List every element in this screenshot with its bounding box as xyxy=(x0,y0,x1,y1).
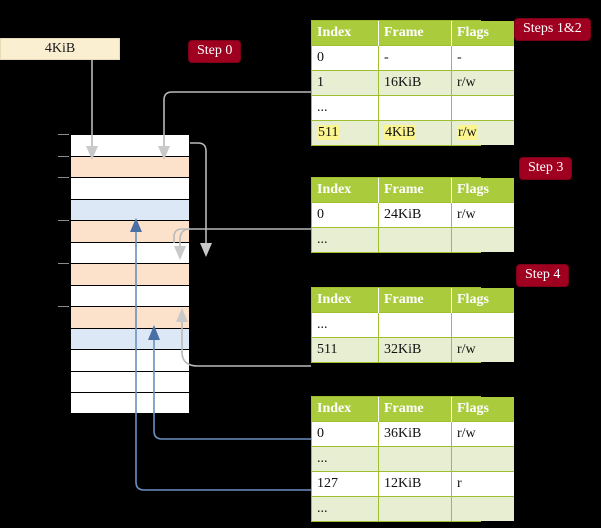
memory-frame-row xyxy=(70,306,190,328)
column-header-index: Index xyxy=(312,21,379,46)
virtual-page-label: 4KiB xyxy=(44,41,76,56)
memory-frame-row xyxy=(70,198,190,220)
table-cell: - xyxy=(451,45,514,71)
badge-step-4: Step 4 xyxy=(517,265,569,286)
memory-frame-row xyxy=(70,263,190,285)
table-cell: 0 xyxy=(312,421,379,447)
table-cell xyxy=(378,95,452,121)
table-cell xyxy=(451,496,514,521)
table-cell: 511 xyxy=(312,120,379,145)
table-cell: 0 xyxy=(312,202,379,228)
table-row: ... xyxy=(312,312,514,338)
table-cell xyxy=(451,312,514,338)
memory-frame-tick xyxy=(58,306,69,307)
table-cell: 1 xyxy=(312,70,379,96)
table-row: ... xyxy=(312,496,514,521)
column-header-flags: Flags xyxy=(451,397,514,422)
column-header-index: Index xyxy=(312,288,379,313)
table-row: 0-- xyxy=(312,45,514,71)
column-header-flags: Flags xyxy=(451,288,514,313)
column-header-flags: Flags xyxy=(451,178,514,203)
badge-step-3: Step 3 xyxy=(520,158,572,179)
table-cell xyxy=(451,95,514,121)
column-header-index: Index xyxy=(312,178,379,203)
wire-step3-table-to-frame xyxy=(173,228,311,243)
memory-frame-row xyxy=(70,370,190,392)
table-cell: 16KiB xyxy=(378,70,452,96)
memory-frame-row xyxy=(70,327,190,349)
table-cell: ... xyxy=(312,312,379,338)
table-cell: ... xyxy=(312,227,379,252)
memory-frame-tick xyxy=(58,155,69,157)
memory-frame-tick xyxy=(58,263,69,264)
table-cell xyxy=(451,227,514,252)
memory-frame-row xyxy=(70,220,190,242)
memory-frame-row xyxy=(70,177,190,199)
column-header-flags: Flags xyxy=(451,21,514,46)
badge-step-0: Step 0 xyxy=(189,41,241,62)
virtual-page-box: 4KiB xyxy=(0,38,120,60)
column-header-frame: Frame xyxy=(378,288,452,313)
table-cell xyxy=(378,446,452,472)
column-header-frame: Frame xyxy=(378,178,452,203)
table-cell: r/w xyxy=(451,202,514,228)
memory-frame-row xyxy=(70,349,190,371)
table-cell: r xyxy=(451,471,514,497)
table-cell: ... xyxy=(312,95,379,121)
wire-step4-table-to-frame xyxy=(176,308,311,367)
memory-frame-row xyxy=(70,392,190,414)
table-cell: 36KiB xyxy=(378,421,452,447)
memory-frame-row xyxy=(70,241,190,263)
table-cell: 4KiB xyxy=(378,120,452,145)
table-cell: r/w xyxy=(451,337,514,362)
memory-frame-row xyxy=(70,134,190,156)
table-cell: r/w xyxy=(451,421,514,447)
table-cell: ... xyxy=(312,496,379,521)
table-cell: r/w xyxy=(451,70,514,96)
table-cell: 127 xyxy=(312,471,379,497)
memory-frame-tick xyxy=(58,220,69,221)
column-header-index: Index xyxy=(312,397,379,422)
table-cell: 0 xyxy=(312,45,379,71)
table-cell: 24KiB xyxy=(378,202,452,228)
table-row: ... xyxy=(312,95,514,121)
badge-steps-1-and-2: Steps 1&2 xyxy=(515,19,590,40)
table-cell: 32KiB xyxy=(378,337,452,362)
table-cell xyxy=(378,312,452,338)
memory-frame-row xyxy=(70,284,190,306)
table-cell: r/w xyxy=(451,120,514,145)
memory-frame-row xyxy=(70,155,190,177)
column-header-frame: Frame xyxy=(378,397,452,422)
table-cell: ... xyxy=(312,446,379,472)
table-row: ... xyxy=(312,227,514,252)
table-cell: 12KiB xyxy=(378,471,452,497)
column-header-frame: Frame xyxy=(378,21,452,46)
table-cell xyxy=(378,227,452,252)
physical-memory-column xyxy=(70,134,190,415)
memory-frame-tick xyxy=(58,134,69,135)
wire-step12-frame-to-table xyxy=(190,142,212,257)
table-row: ... xyxy=(312,446,514,472)
table-cell xyxy=(451,446,514,472)
table-cell: - xyxy=(378,45,452,71)
table-cell: 511 xyxy=(312,337,379,362)
table-cell xyxy=(378,496,452,521)
memory-frame-tick xyxy=(58,177,69,178)
